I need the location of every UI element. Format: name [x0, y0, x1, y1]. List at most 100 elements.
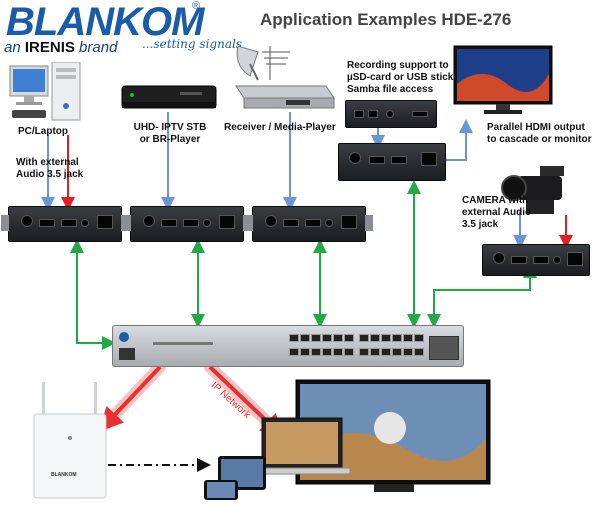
rj45-port-icon: [381, 334, 391, 342]
pc-audio-label-line2: Audio 3.5 jack: [16, 169, 84, 180]
hdmi-in-port-icon: [161, 219, 177, 227]
recording-label-line3: Samba file access: [347, 84, 434, 95]
hdmi-in-port-icon: [369, 156, 385, 164]
rj45-port-icon: [359, 334, 369, 342]
camera-label-line1: CAMERA with: [462, 195, 529, 206]
lan-line-5: [427, 264, 537, 328]
iptv-stb-icon: [121, 85, 217, 109]
rj45-port-icon: [333, 348, 343, 356]
rj45-port-icon: [322, 348, 332, 356]
status-leds: [153, 342, 213, 345]
usb-port-icon: [354, 110, 364, 118]
rj45-port-icon: [403, 348, 413, 356]
hdmi-in-port-icon: [39, 219, 55, 227]
rj45-port-icon: [370, 334, 380, 342]
hdmi-out-port-icon: [533, 256, 549, 264]
rj45-port-icon: [311, 348, 321, 356]
mount-ear: [365, 215, 373, 231]
hdmi-in-port-icon: [283, 219, 299, 227]
pc-label: PC/Laptop: [18, 126, 68, 137]
rj45-port-icon: [344, 334, 354, 342]
mount-ear: [245, 215, 253, 231]
pc-computer-icon: [9, 62, 81, 121]
camera-icon: [501, 166, 564, 214]
rj45-port-icon: [414, 334, 424, 342]
client-devices-icon: [204, 379, 491, 500]
brand-slogan: ...setting signals: [142, 37, 242, 51]
receiver-label: Receiver / Media-Player: [224, 122, 336, 133]
encoder-rear-recorder: [338, 143, 446, 181]
parallel-label-line1: Parallel HDMI output: [487, 122, 585, 133]
recording-label-line2: µSD-card or USB stick: [347, 72, 454, 83]
rj45-port-icon: [392, 334, 402, 342]
lan-line-1: [70, 239, 116, 350]
recorder-unit: [345, 100, 437, 128]
audio-jack-icon: [203, 219, 211, 227]
power-jack-icon: [349, 152, 361, 164]
encoder-unit-1: [1, 206, 129, 242]
power-jack-icon: [493, 252, 505, 264]
network-switch: [112, 325, 464, 367]
rj45-port-icon: [359, 348, 369, 356]
rj45-port-icon: [300, 348, 310, 356]
power-jack-icon: [21, 215, 33, 227]
lan-port-icon: [421, 152, 437, 166]
lan-port-icon: [219, 215, 235, 229]
power-jack-icon: [265, 215, 277, 227]
power-jack-icon: [143, 215, 155, 227]
audio-jack-icon: [81, 219, 89, 227]
router-brand-label: BLANKOM: [51, 472, 77, 478]
page-title: Application Examples HDE-276: [260, 10, 512, 29]
stb-label-line2: or BR-Player: [139, 134, 201, 145]
registered-mark: ®: [192, 0, 201, 12]
monitor-icon: [453, 45, 553, 114]
rj45-port-icon: [370, 348, 380, 356]
parallel-label-line2: to cascade or monitor: [487, 134, 592, 145]
lan-port-icon: [341, 215, 357, 229]
encoder-unit-camera: [482, 244, 590, 276]
encoder-unit-2: [123, 206, 251, 242]
button-icon: [386, 110, 394, 118]
tagline-suffix: brand: [79, 39, 118, 56]
ip-arrow-left: [98, 365, 162, 432]
brand-tagline: an IRENIS brand: [4, 40, 117, 56]
hdmi-in-port-icon: [511, 256, 527, 264]
rj45-port-icon: [344, 348, 354, 356]
pc-audio-label-line1: With external: [16, 157, 79, 168]
receiver-icon: [235, 45, 335, 109]
switch-port-grid: [289, 332, 425, 364]
audio-jack-icon: [325, 219, 333, 227]
rj45-port-icon: [322, 334, 332, 342]
wireless-router-icon: [33, 382, 107, 499]
mount-ear: [1, 215, 9, 231]
rj45-port-icon: [289, 334, 299, 342]
lan-port-icon: [97, 215, 113, 229]
rj45-port-icon: [289, 348, 299, 356]
rj45-port-icon: [381, 348, 391, 356]
rj45-port-icon: [333, 334, 343, 342]
mount-ear: [123, 215, 131, 231]
tagline-prefix: an: [4, 39, 21, 56]
sfp-ports-icon: [429, 336, 459, 360]
switch-logo-icon: [119, 332, 129, 342]
hdmi-out-port-icon: [61, 219, 77, 227]
hdmi-out-port-icon: [391, 156, 407, 164]
recording-label-line1: Recording support to: [347, 60, 449, 71]
rj45-port-icon: [403, 334, 413, 342]
stb-label-line1: UHD- IPTV STB: [133, 122, 207, 133]
console-port-icon: [119, 348, 135, 360]
audio-jack-icon: [553, 256, 561, 264]
brand-logo: BLANKOM: [6, 0, 204, 44]
camera-label-line3: 3.5 jack: [462, 219, 499, 230]
rj45-port-icon: [414, 348, 424, 356]
led-icon: [412, 111, 428, 117]
rj45-port-icon: [392, 348, 402, 356]
rj45-port-icon: [300, 334, 310, 342]
lan-port-icon: [567, 252, 583, 266]
sdcard-slot-icon: [368, 110, 378, 118]
encoder-unit-3: [245, 206, 373, 242]
rj45-port-icon: [311, 334, 321, 342]
tagline-company: IRENIS: [24, 39, 75, 56]
camera-label-line2: external Audio: [462, 207, 532, 218]
